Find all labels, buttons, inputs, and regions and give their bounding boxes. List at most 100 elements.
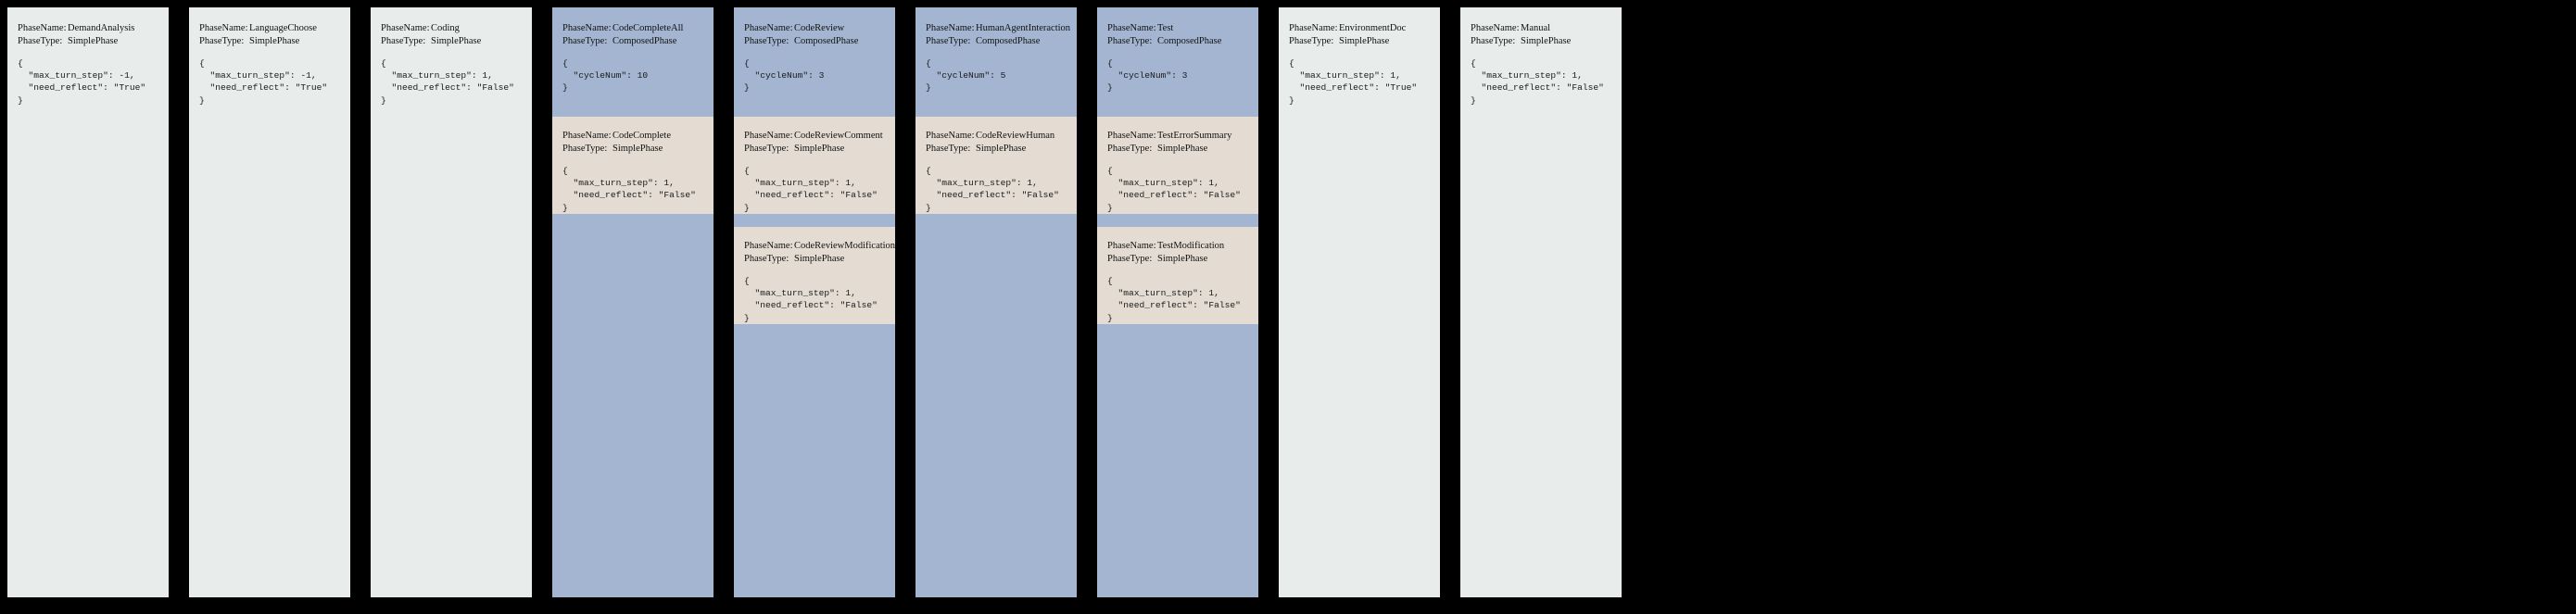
phase-name-label: PhaseName: (926, 131, 975, 141)
phase-config-json: { "max_turn_step": -1, "need_reflect": "… (199, 58, 328, 106)
phase-name-row: PhaseName:CodeReviewComment (744, 130, 885, 143)
phase-name-row: PhaseName:CodeComplete (562, 130, 703, 143)
phase-config-json: { "max_turn_step": 1, "need_reflect": "F… (1107, 276, 1241, 323)
phase-type-row: PhaseType:SimplePhase (744, 143, 885, 156)
sub-phase-divider (734, 214, 895, 227)
phase-type-row: PhaseType:ComposedPhase (1107, 35, 1248, 48)
phase-config-json: { "cycleNum": 3 } (744, 58, 825, 94)
phase-type-value: SimplePhase (1157, 143, 1208, 154)
phase-name-row: PhaseName:DemandAnalysis (18, 22, 158, 35)
phase-type-value: SimplePhase (794, 253, 845, 264)
phase-config-json: { "max_turn_step": 1, "need_reflect": "F… (1471, 58, 1604, 106)
phase-type-label: PhaseType: (926, 143, 971, 154)
phase-name-value: CodeReviewComment (794, 131, 883, 141)
phase-type-label: PhaseType: (1471, 35, 1516, 46)
phase-name-row: PhaseName:CodeReviewHuman (926, 130, 1067, 143)
phase-name-label: PhaseName: (1471, 23, 1520, 33)
phase-name-label: PhaseName: (562, 23, 612, 33)
composed-phase-filler (552, 214, 713, 597)
phase-type-label: PhaseType: (18, 35, 63, 46)
phase-type-label: PhaseType: (744, 253, 789, 264)
phase-name-label: PhaseName: (744, 131, 793, 141)
phase-type-value: SimplePhase (68, 35, 119, 46)
phase-config-json: { "max_turn_step": 1, "need_reflect": "F… (744, 276, 878, 323)
phase-name-value: TestModification (1157, 241, 1225, 251)
phase-name-label: PhaseName: (381, 23, 430, 33)
phase-type-label: PhaseType: (1107, 35, 1153, 46)
phase-name-row: PhaseName:EnvironmentDoc (1289, 22, 1430, 35)
phase-type-label: PhaseType: (1107, 143, 1153, 154)
phase-config-json: { "max_turn_step": 1, "need_reflect": "F… (562, 166, 696, 213)
phase-type-row: PhaseType:SimplePhase (1289, 35, 1430, 48)
phase-config-json: { "cycleNum": 10 } (562, 58, 649, 94)
phase-name-row: PhaseName:CodeReviewModification (744, 240, 895, 253)
phase-type-value: SimplePhase (794, 143, 845, 154)
phase-name-row: PhaseName:TestErrorSummary (1107, 130, 1248, 143)
phase-type-value: SimplePhase (431, 35, 482, 46)
phase-type-label: PhaseType: (199, 35, 245, 46)
phase-name-value: CodeComplete (612, 131, 671, 141)
sub-phase-divider (1097, 214, 1258, 227)
phase-type-label: PhaseType: (381, 35, 426, 46)
phase-config-json: { "max_turn_step": 1, "need_reflect": "F… (381, 58, 514, 106)
phase-type-label: PhaseType: (1289, 35, 1334, 46)
phase-config-json: { "max_turn_step": 1, "need_reflect": "F… (1107, 166, 1241, 213)
phase-type-label: PhaseType: (744, 35, 789, 46)
phase-type-value: ComposedPhase (976, 35, 1041, 46)
phase-name-row: PhaseName:CodeCompleteAll (562, 22, 703, 35)
phase-type-label: PhaseType: (1107, 253, 1153, 264)
phase-name-row: PhaseName:Manual (1471, 22, 1611, 35)
phase-name-row: PhaseName:TestModification (1107, 240, 1248, 253)
phase-name-value: TestErrorSummary (1157, 131, 1232, 141)
phase-name-value: EnvironmentDoc (1339, 23, 1407, 33)
phase-config-json: { "max_turn_step": -1, "need_reflect": "… (18, 58, 146, 106)
phase-name-label: PhaseName: (1289, 23, 1338, 33)
phase-type-row: PhaseType: SimplePhase (18, 35, 158, 48)
phase-type-row: PhaseType:SimplePhase (926, 143, 1067, 156)
phase-type-value: ComposedPhase (794, 35, 859, 46)
composed-phase-filler (1097, 324, 1258, 597)
phase-type-row: PhaseType:SimplePhase (1471, 35, 1611, 48)
phase-name-value: Manual (1521, 23, 1551, 33)
phase-name-value: CodeReviewModification (794, 241, 895, 251)
phase-type-value: SimplePhase (612, 143, 663, 154)
phase-name-label: PhaseName: (1107, 241, 1156, 251)
phase-type-row: PhaseType:ComposedPhase (926, 35, 1067, 48)
composed-phase-filler (734, 324, 895, 597)
phase-name-label: PhaseName: (744, 241, 793, 251)
